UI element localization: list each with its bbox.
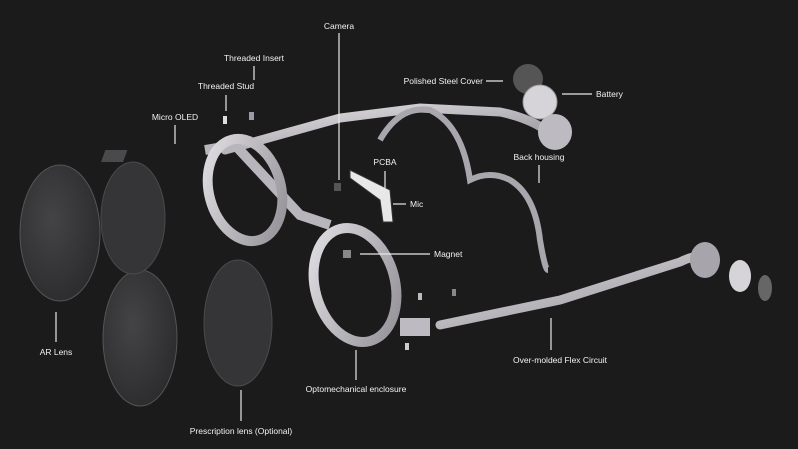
small-part bbox=[452, 289, 456, 296]
camera-part bbox=[334, 183, 341, 191]
label-mic: Mic bbox=[410, 199, 424, 209]
battery-part bbox=[522, 84, 558, 120]
label-optomechanical-enclosure: Optomechanical enclosure bbox=[306, 384, 407, 394]
threaded-stud-part bbox=[223, 116, 227, 124]
small-part bbox=[405, 343, 409, 350]
hinge-block bbox=[400, 318, 430, 336]
label-polished-steel-cover: Polished Steel Cover bbox=[404, 76, 484, 86]
small-part bbox=[418, 293, 422, 300]
prescription-lens-left bbox=[100, 161, 166, 275]
pcba-part bbox=[349, 169, 394, 223]
back-housing-part bbox=[538, 114, 572, 150]
label-magnet: Magnet bbox=[434, 249, 463, 259]
magnet-part bbox=[343, 250, 351, 258]
micro-oled-part bbox=[101, 150, 128, 162]
label-pcba: PCBA bbox=[373, 157, 396, 167]
flex-circuit-housing bbox=[690, 242, 720, 278]
prescription-lens-right bbox=[203, 259, 273, 387]
label-battery: Battery bbox=[596, 89, 624, 99]
optomechanical-enclosure-right bbox=[308, 223, 402, 347]
threaded-insert-part bbox=[249, 112, 254, 120]
label-back-housing: Back housing bbox=[513, 152, 564, 162]
label-flex-circuit: Over-molded Flex Circuit bbox=[513, 355, 608, 365]
ar-lens-right bbox=[102, 269, 178, 407]
label-threaded-stud: Threaded Stud bbox=[198, 81, 255, 91]
optomechanical-enclosure-left bbox=[202, 133, 288, 247]
temple-arm-near bbox=[435, 251, 717, 330]
label-threaded-insert: Threaded Insert bbox=[224, 53, 285, 63]
flex-circuit-cap bbox=[729, 260, 751, 292]
label-prescription-lens: Prescription lens (Optional) bbox=[190, 426, 293, 436]
label-micro-oled: Micro OLED bbox=[152, 112, 198, 122]
label-camera: Camera bbox=[324, 21, 355, 31]
ar-lens-left bbox=[19, 164, 101, 302]
label-ar-lens: AR Lens bbox=[40, 347, 73, 357]
back-housing-frame bbox=[377, 106, 550, 273]
flex-circuit-cover bbox=[758, 275, 772, 301]
